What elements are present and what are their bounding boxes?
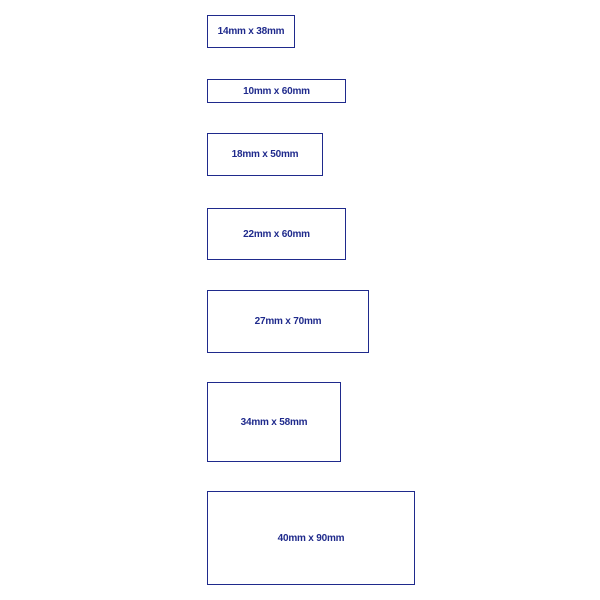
label-size-text: 14mm x 38mm (217, 26, 285, 37)
label-size-text: 34mm x 58mm (240, 416, 308, 428)
label-size-text: 10mm x 60mm (243, 85, 310, 97)
label-size-text: 18mm x 50mm (231, 149, 299, 160)
label-size-text: 40mm x 90mm (277, 532, 345, 544)
label-outline-34x58: 34mm x 58mm (207, 382, 341, 462)
label-outline-10x60: 10mm x 60mm (207, 79, 346, 103)
label-outline-40x90: 40mm x 90mm (207, 491, 415, 585)
label-outline-14x38: 14mm x 38mm (207, 15, 295, 48)
label-outline-27x70: 27mm x 70mm (207, 290, 369, 353)
label-outline-18x50: 18mm x 50mm (207, 133, 323, 176)
label-size-text: 27mm x 70mm (254, 316, 322, 327)
label-size-text: 22mm x 60mm (243, 228, 310, 240)
label-outline-22x60: 22mm x 60mm (207, 208, 346, 260)
